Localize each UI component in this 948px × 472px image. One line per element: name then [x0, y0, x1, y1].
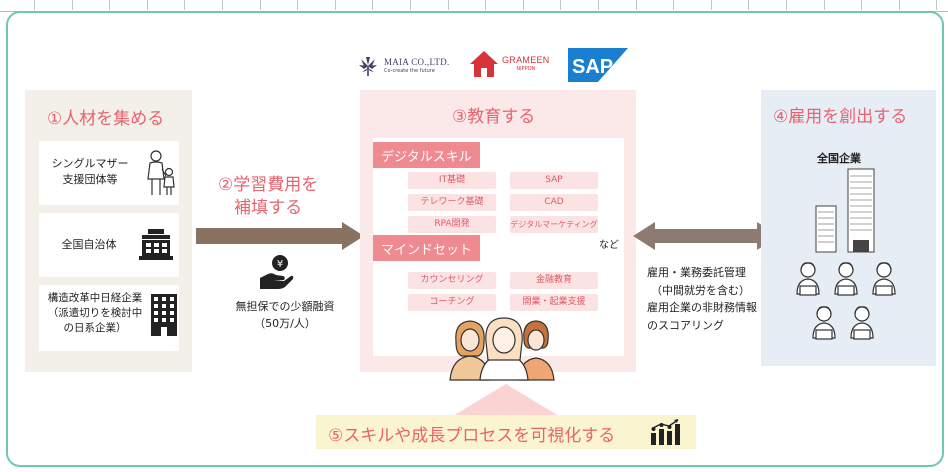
- card-municipality: 全国自治体: [39, 213, 179, 277]
- card-single-mother: シングルマザー 支援団体等: [39, 141, 179, 205]
- ruler-tick: [711, 0, 712, 10]
- ruler-tick: [335, 0, 336, 10]
- step2-title-line1: ②学習費用を: [218, 175, 319, 195]
- triangle-pointer: [453, 384, 559, 416]
- step2-title-line2: 補填する: [234, 197, 303, 218]
- office-worker-icon: [796, 262, 896, 340]
- maia-name: MAIA CO.,LTD.: [384, 57, 450, 67]
- arrow-right: [196, 222, 364, 250]
- sap-logo-text: SAP: [572, 56, 613, 78]
- management-description: 雇用・業務委託管理 （中間就労を含む） 雇用企業の非財務情報 のスコアリング: [647, 264, 757, 334]
- pill-financial-education: 金融教育: [510, 272, 598, 289]
- maia-tree-icon: [359, 57, 377, 76]
- mgmt-line1: 雇用・業務委託管理: [647, 266, 746, 279]
- partner-logos: MAIA CO.,LTD. Co-create the future GRAME…: [356, 48, 628, 84]
- ruler-tick: [109, 0, 110, 10]
- card-restructuring-company-label: 構造改革中日経企業 （派遣切りを検討中 の日系企業）: [47, 292, 143, 335]
- step4-title: ④雇用を創出する: [773, 107, 908, 127]
- mindset-banner: マインドセット: [373, 235, 481, 261]
- pill-cad: CAD: [510, 194, 598, 211]
- ruler-tick: [598, 0, 599, 10]
- ruler-tick: [297, 0, 298, 10]
- ruler-tick: [260, 0, 261, 10]
- ruler-tick: [673, 0, 674, 10]
- mgmt-line2: （中間就労を含む）: [651, 283, 750, 297]
- pill-it-basics: IT基礎: [408, 172, 496, 189]
- ruler-tick: [936, 0, 937, 10]
- maia-logo: MAIA CO.,LTD. Co-create the future: [356, 54, 450, 78]
- pill-rpa: RPA開発: [408, 216, 496, 233]
- mother-child-icon: [147, 150, 175, 195]
- grameen-sub: NIPPON: [516, 66, 536, 72]
- ruler-tick: [34, 0, 35, 10]
- step3-title: ③教育する: [452, 107, 536, 127]
- step2-title: ②学習費用を 補填する: [218, 174, 318, 220]
- ruler-tick: [560, 0, 561, 10]
- corp-label: 全国企業: [817, 152, 861, 165]
- pill-digital-marketing: デジタルマーケティング: [510, 216, 598, 233]
- mgmt-line4: のスコアリング: [647, 318, 724, 332]
- pill-counseling: カウンセリング: [408, 272, 496, 289]
- grameen-logo: GRAMEEN NIPPON: [469, 50, 550, 78]
- ruler-tick: [448, 0, 449, 10]
- step5-box: ⑤スキルや成長プロセスを可視化する: [316, 415, 696, 449]
- ruler-tick: [147, 0, 148, 10]
- ruler-tick: [222, 0, 223, 10]
- mgmt-line3: 雇用企業の非財務情報: [647, 301, 757, 315]
- grameen-name: GRAMEEN: [502, 55, 550, 65]
- ruler-tick: [410, 0, 411, 10]
- ruler-tick: [485, 0, 486, 10]
- grameen-house-icon: [470, 51, 498, 77]
- pill-telework: テレワーク基礎: [408, 194, 496, 211]
- ruler-tick: [786, 0, 787, 10]
- growth-chart-icon: [651, 419, 680, 445]
- women-group-icon: [449, 317, 555, 381]
- pill-sap: SAP: [510, 172, 598, 189]
- svg-text:¥: ¥: [277, 259, 283, 270]
- yen-coin-hand-icon: ¥: [260, 255, 294, 289]
- loan-line1: 無担保での少額融資: [235, 300, 335, 313]
- card-single-mother-label: シングルマザー 支援団体等: [51, 157, 129, 186]
- pill-coaching: コーチング: [408, 294, 496, 311]
- ruler-tick: [861, 0, 862, 10]
- step5-title: ⑤スキルや成長プロセスを可視化する: [328, 426, 616, 446]
- loan-line2: （50万/人）: [254, 317, 316, 331]
- ruler-tick: [372, 0, 373, 10]
- double-arrow: [633, 222, 779, 250]
- card-restructuring-company: 構造改革中日経企業 （派遣切りを検討中 の日系企業）: [39, 285, 179, 351]
- ruler-tick: [748, 0, 749, 10]
- ruler-tick: [184, 0, 185, 10]
- loan-description: 無担保での少額融資 （50万/人）: [215, 298, 355, 332]
- maia-tagline: Co-create the future: [384, 68, 435, 74]
- panel-gather-talent: ①人材を集める シングルマザー 支援団体等 全国自治体: [25, 90, 192, 372]
- pill-startup-support: 開業・起業支援: [510, 294, 598, 311]
- ruler-tick: [899, 0, 900, 10]
- ruler-tick: [72, 0, 73, 10]
- step1-title: ①人材を集める: [47, 109, 165, 129]
- ruler-tick: [824, 0, 825, 10]
- card-municipality-label: 全国自治体: [61, 238, 117, 251]
- skyscraper-icon: [815, 168, 875, 253]
- etc-label: など: [599, 240, 619, 251]
- ruler-tick: [523, 0, 524, 10]
- digital-skill-banner: デジタルスキル: [373, 142, 480, 168]
- sap-logo: SAP: [568, 48, 628, 82]
- city-hall-icon: [139, 229, 173, 260]
- office-building-icon: [151, 294, 177, 336]
- ruler-tick: [636, 0, 637, 10]
